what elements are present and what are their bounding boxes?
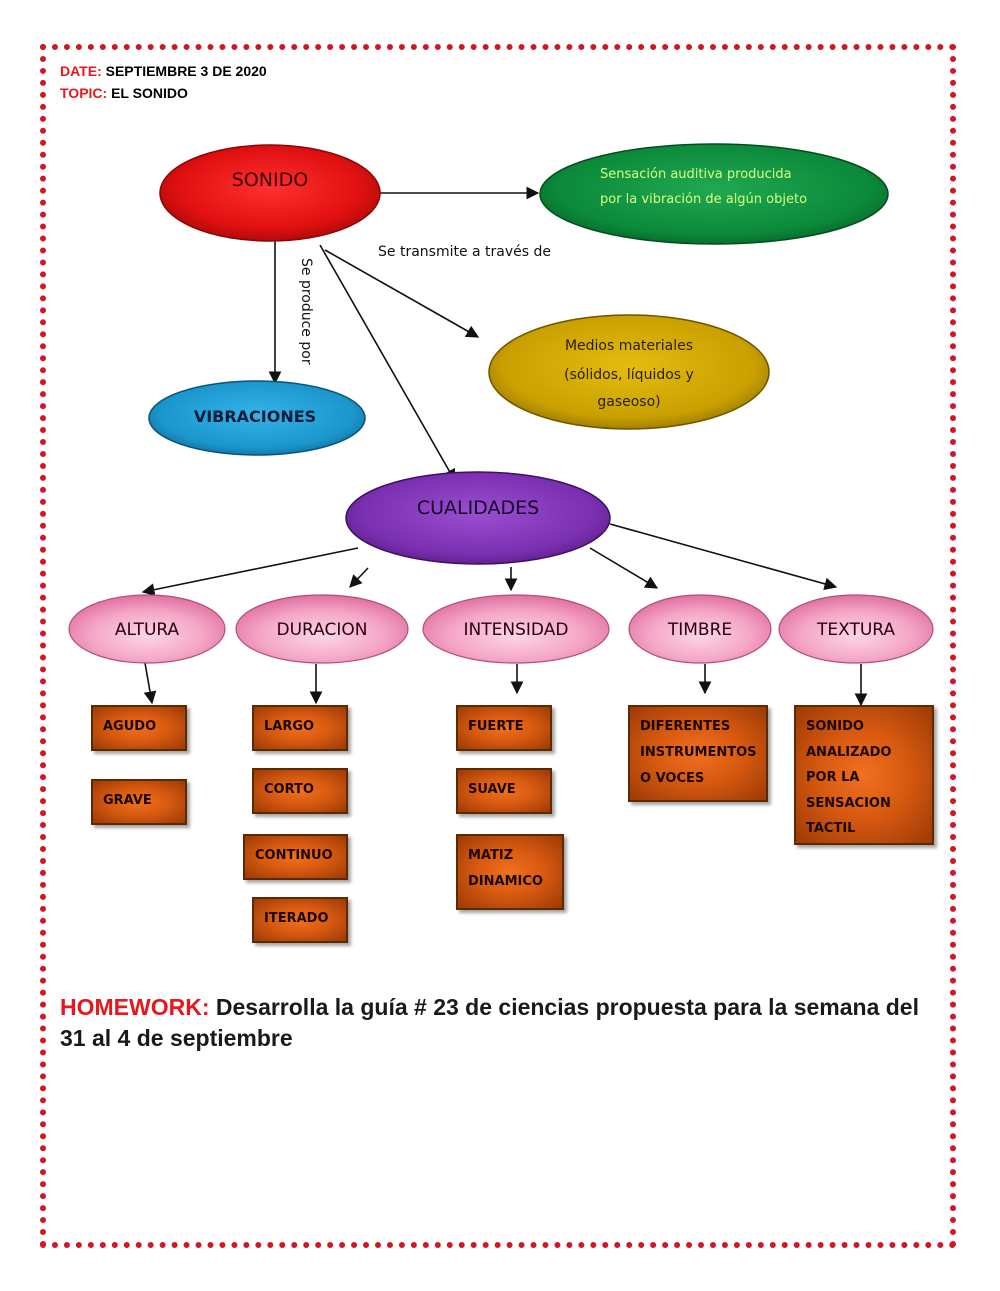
node-vibraciones: VIBRACIONES [148, 380, 366, 456]
box-diferentes-instrumentos: DIFERENTES INSTRUMENTOS O VOCES [628, 705, 768, 802]
homework-section: HOMEWORK: Desarrolla la guía # 23 de cie… [60, 992, 940, 1054]
node-textura: TEXTURA [778, 594, 934, 664]
node-medios-line2: (sólidos, líquidos y [564, 367, 694, 383]
arrow-altura-agudo [143, 662, 157, 705]
box-continuo: CONTINUO [243, 834, 348, 880]
node-cualidades: CUALIDADES [345, 471, 611, 565]
arrow-cualidades-altura [141, 547, 359, 596]
node-sonido-label: SONIDO [232, 169, 308, 191]
box-grave: GRAVE [91, 779, 187, 825]
box-agudo: AGUDO [91, 705, 187, 751]
node-altura: ALTURA [68, 594, 226, 664]
box-corto: CORTO [252, 768, 348, 814]
node-timbre-label: TIMBRE [667, 620, 732, 640]
box-sonido-analizado: SONIDO ANALIZADO POR LA SENSACION TACTIL [794, 705, 934, 845]
node-duracion: DURACION [235, 594, 409, 664]
date-line: DATE: SEPTIEMBRE 3 DE 2020 [60, 60, 267, 82]
node-definicion-line2: por la vibración de algún objeto [600, 192, 807, 207]
connectors [141, 186, 868, 707]
homework-text: Desarrolla la guía # 23 de ciencias prop… [60, 994, 919, 1051]
node-medios: Medios materiales (sólidos, líquidos y g… [488, 314, 770, 430]
box-largo: LARGO [252, 705, 348, 751]
node-medios-line1: Medios materiales [565, 338, 693, 354]
node-definicion-line1: Sensación auditiva producida [600, 167, 792, 182]
node-intensidad-label: INTENSIDAD [464, 620, 569, 640]
arrow-sonido-medios [324, 249, 480, 338]
node-vibraciones-label: VIBRACIONES [194, 407, 316, 426]
node-intensidad: INTENSIDAD [422, 594, 610, 664]
arrow-cualidades-timbre [589, 547, 659, 589]
arrow-sonido-cualidades [319, 244, 456, 483]
node-timbre: TIMBRE [628, 594, 772, 664]
box-suave: SUAVE [456, 768, 552, 814]
box-iterado: ITERADO [252, 897, 348, 943]
date-value: SEPTIEMBRE 3 DE 2020 [105, 63, 267, 79]
node-definicion: Sensación auditiva producida por la vibr… [539, 143, 889, 245]
node-altura-label: ALTURA [115, 620, 180, 640]
edge-label-se-produce: Se produce por [298, 258, 314, 365]
arrow-cualidades-textura [609, 523, 838, 591]
node-duracion-label: DURACION [277, 620, 368, 640]
arrow-cualidades-duracion [349, 567, 369, 588]
page-border [40, 44, 956, 1248]
homework-label: HOMEWORK: [60, 994, 210, 1020]
header: DATE: SEPTIEMBRE 3 DE 2020 TOPIC: EL SON… [60, 60, 267, 104]
node-medios-line3: gaseoso) [597, 394, 660, 410]
node-textura-label: TEXTURA [816, 620, 895, 640]
box-fuerte: FUERTE [456, 705, 552, 751]
date-label: DATE: [60, 63, 102, 79]
edge-label-se-transmite: Se transmite a través de [378, 244, 551, 260]
node-cualidades-label: CUALIDADES [417, 497, 539, 519]
node-sonido: SONIDO [159, 144, 381, 242]
topic-line: TOPIC: EL SONIDO [60, 82, 267, 104]
topic-label: TOPIC: [60, 85, 108, 101]
topic-value: EL SONIDO [111, 85, 188, 101]
box-matiz-dinamico: MATIZ DINAMICO [456, 834, 564, 910]
